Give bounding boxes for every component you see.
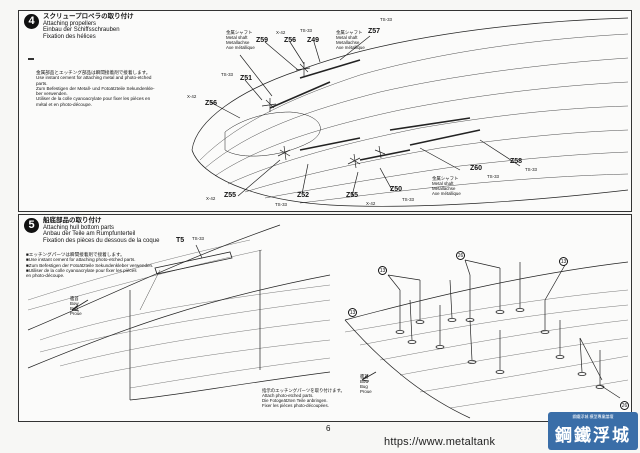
part-z56-label-2: Z56 [205,100,218,107]
stern-hull-lower-outline [191,149,629,207]
t5-part [154,251,233,275]
part-z49-label: Z49 [307,37,320,44]
paint-ts33-label: TS-33 [487,174,499,179]
step-4-title: スクリュープロペラの取り付け Attaching propellers Einb… [43,13,134,40]
part-z52-label: Z52 [297,192,310,199]
bow-piece-edge [27,224,281,331]
part-z55-label-2: Z55 [346,192,359,199]
glue-icon [28,58,34,60]
pe-part-callout: 26 [620,401,629,410]
pe-part-callout: 26 [456,251,465,260]
page-number: 6 [326,424,331,433]
paint-ts33-label: TS-33 [221,72,233,77]
paint-ts33-label: TS-33 [525,167,537,172]
paint-ts33-label: TS-33 [380,17,392,22]
part-z55-label: Z55 [224,192,237,199]
step-5-number: 5 [24,218,39,233]
pe-part-callout: 13 [559,257,568,266]
paint-x42-label: X-42 [206,196,216,201]
paint-ts33-label: TS-33 [402,197,414,202]
stern-hull-upper-outline [191,17,629,151]
paint-ts33-label: TS-33 [192,236,204,241]
part-z59-label: Z59 [256,37,269,44]
part-z50-label: Z50 [390,186,403,193]
step-4-number: 4 [24,14,39,29]
pe-part-callout: 13 [378,266,387,275]
part-z57-label: Z57 [368,28,381,35]
forum-logo: 鋼鐵浮城 模型專業論壇 鋼鐵浮城 [548,412,638,450]
part-z60-label: Z60 [470,165,483,172]
step-4-panel [18,10,632,212]
step-5-title: 船底部品の取り付け Attaching hull bottom parts An… [43,217,160,244]
part-z51-label: Z51 [240,75,253,82]
part-z58-label: Z58 [510,158,523,165]
step-5-cement-note: ■エッチングパーツは瞬間接着剤で接着します。■Use instant cemen… [26,252,154,279]
paint-x42-label: X-42 [276,30,286,35]
step-4-cement-note: 金属部品とエッチング部品は瞬間接着剤で接着します。Use instant cem… [36,70,155,107]
paint-x42-label: X-42 [366,201,376,206]
paint-ts33-label: TS-33 [300,28,312,33]
photo-etched-note: 指示のエッチングパーツを取り付けます。Attach photo-etched p… [262,388,345,408]
pe-part-callout: 13 [348,308,357,317]
paint-x42-label: X-42 [187,94,197,99]
part-t5-label: T5 [176,237,185,244]
paint-ts33-label: TS-33 [275,202,287,207]
watermark-url: https://www.metaltank [384,436,496,448]
part-z56-label: Z56 [284,37,297,44]
